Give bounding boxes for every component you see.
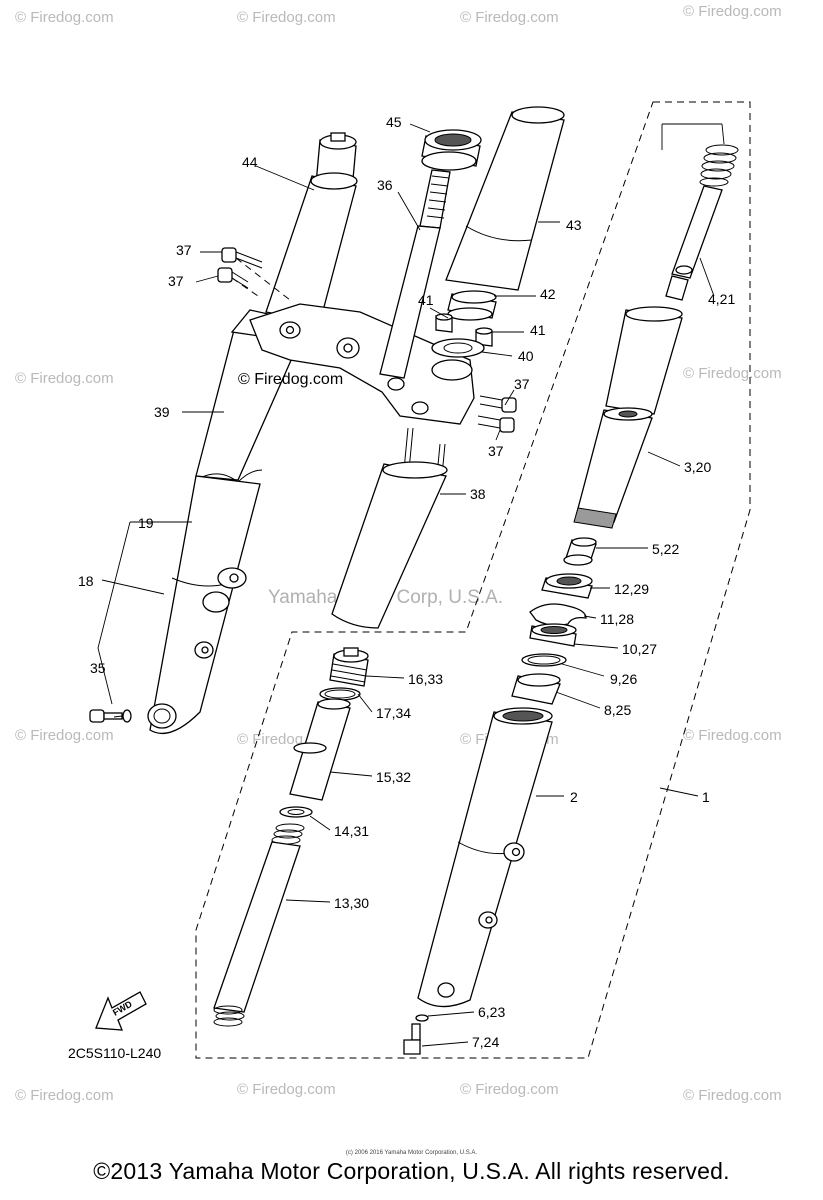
watermark: © Firedog.com [683, 365, 782, 382]
part-14-washer [279, 806, 313, 818]
part-37-bolt [221, 247, 263, 269]
callout-19: 19 [138, 515, 154, 531]
bolt-guide [231, 277, 259, 297]
assembly-1-boundary [195, 101, 751, 1059]
watermark: © Firedog.com [683, 727, 782, 744]
callout-10-27: 10,27 [622, 641, 657, 657]
callout-37-a: 37 [176, 242, 192, 258]
part-41-nut [435, 313, 453, 333]
part-37-bolt [477, 415, 515, 433]
part-37-bolt [217, 267, 249, 289]
callout-2: 2 [570, 789, 578, 805]
part-13-fork-spring [213, 823, 305, 1027]
callout-15-32: 15,32 [376, 769, 411, 785]
callout-44: 44 [242, 154, 258, 170]
watermark: © Firedog.com [460, 9, 559, 26]
part-3-inner-tube [573, 306, 683, 529]
callouts: 44 45 36 43 37 37 42 41 41 40 37 37 38 3… [68, 114, 735, 1061]
leader-lines [97, 123, 725, 1047]
part-15-spacer [289, 698, 351, 801]
part-42-ring-nut [447, 290, 497, 321]
callout-14-31: 14,31 [334, 823, 369, 839]
part-16-cap-bolt [329, 647, 369, 687]
callout-11-28: 11,28 [600, 611, 634, 627]
under-bracket [249, 303, 475, 425]
watermark: © Firedog.com [237, 9, 336, 26]
watermark: © Firedog.com [15, 370, 114, 387]
part-5-bushing [563, 537, 597, 566]
callout-7-24: 7,24 [472, 1034, 499, 1050]
part-19-outer-tube [147, 475, 261, 735]
callout-4-21: 4,21 [708, 291, 735, 307]
callout-41-b: 41 [530, 322, 546, 338]
callout-16-33: 16,33 [408, 671, 443, 687]
callout-3-20: 3,20 [684, 459, 711, 475]
callout-12-29: 12,29 [614, 581, 649, 597]
watermark: © Firedog.com [15, 1087, 114, 1104]
part-35-bolt [89, 709, 132, 723]
callout-37-d: 37 [488, 443, 504, 459]
callout-6-23: 6,23 [478, 1004, 505, 1020]
part-2-outer-tube [417, 707, 553, 1008]
watermark: © Firedog.com [15, 727, 114, 744]
callout-40: 40 [518, 348, 534, 364]
watermark: © Firedog.com [460, 1081, 559, 1098]
part-6-gasket [415, 1014, 429, 1022]
part-7-bolt [403, 1023, 421, 1055]
fwd-arrow-icon: FWD [95, 991, 147, 1031]
part-45-bearing [421, 129, 482, 171]
callout-38: 38 [470, 486, 486, 502]
part-10-washer [529, 623, 577, 647]
watermark: © Firedog.com [237, 1081, 336, 1098]
diagram-code: 2C5S110-L240 [68, 1045, 161, 1061]
callout-17-34: 17,34 [376, 705, 411, 721]
part-44-inner-tube [265, 132, 358, 323]
callout-36: 36 [377, 177, 393, 193]
callout-37-b: 37 [168, 273, 184, 289]
callout-5-22: 5,22 [652, 541, 679, 557]
part-41-nut [475, 327, 493, 347]
watermark: © Firedog.com [683, 1087, 782, 1104]
callout-42: 42 [540, 286, 556, 302]
part-8-slide-metal [511, 673, 561, 705]
callout-8-25: 8,25 [604, 702, 631, 718]
callout-9-26: 9,26 [610, 671, 637, 687]
callout-43: 43 [566, 217, 582, 233]
callout-1: 1 [702, 789, 710, 805]
watermark: © Firedog.com [683, 3, 782, 20]
copyright-notice: ©2013 Yamaha Motor Corporation, U.S.A. A… [93, 1158, 730, 1184]
watermark: © Firedog.com [15, 9, 114, 26]
part-43-cover [445, 106, 565, 291]
part-11-circlip [529, 603, 587, 626]
center-watermark: © Firedog.com [238, 371, 343, 388]
part-37-bolt [479, 395, 517, 413]
callout-41-a: 41 [418, 292, 434, 308]
part-4-damper-rod [665, 144, 739, 301]
callout-18: 18 [78, 573, 94, 589]
part-12-oil-seal [541, 573, 593, 599]
part-36-steering-stem [379, 169, 451, 379]
part-40-washer [431, 338, 485, 358]
part-38-cover [331, 427, 448, 629]
callout-35: 35 [90, 660, 106, 676]
callout-39: 39 [154, 404, 170, 420]
fine-print: (c) 2006 2016 Yamaha Motor Corporation, … [345, 1150, 478, 1156]
callout-13-30: 13,30 [334, 895, 369, 911]
callout-45: 45 [386, 114, 402, 130]
callout-37-c: 37 [514, 376, 530, 392]
